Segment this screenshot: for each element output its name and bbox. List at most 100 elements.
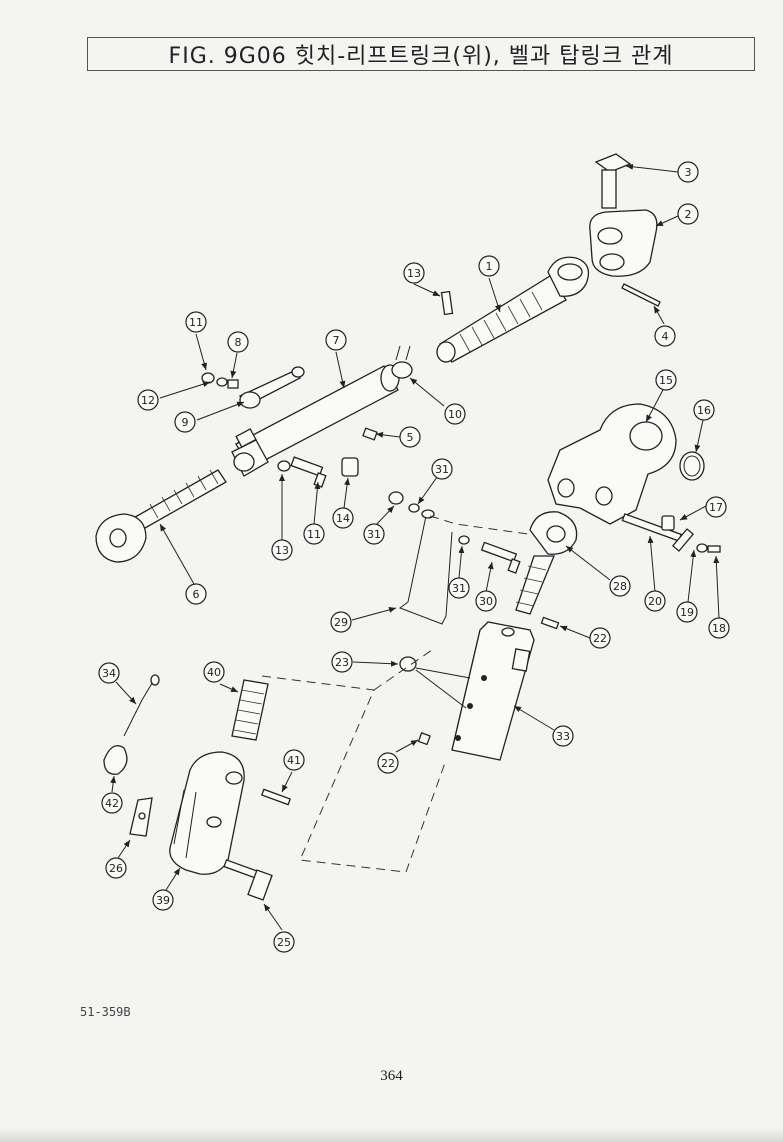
part-wire-29	[398, 509, 453, 625]
callout-3: 3	[677, 161, 699, 183]
callout-24: 23	[331, 651, 353, 673]
part-grease-fitting-5	[362, 427, 378, 441]
svg-text:20: 20	[648, 595, 662, 608]
part-roll-pin-14	[440, 290, 454, 316]
svg-text:22: 22	[381, 757, 395, 770]
svg-text:8: 8	[235, 336, 242, 349]
callout-31: 31	[431, 458, 453, 480]
callout-5: 5	[399, 426, 421, 448]
part-bushing-24	[399, 656, 417, 672]
callout-41: 41	[283, 749, 305, 771]
svg-text:12: 12	[141, 394, 155, 407]
svg-text:2: 2	[685, 208, 692, 221]
callout-13: 12	[137, 389, 159, 411]
svg-text:4: 4	[662, 330, 669, 343]
svg-text:13: 13	[407, 267, 421, 280]
part-handle-9	[239, 366, 305, 409]
part-block-26	[129, 797, 153, 837]
part-nut-12	[201, 372, 215, 384]
part-washer-31b	[458, 535, 470, 545]
scan-edge	[0, 1128, 783, 1142]
callout-22: 22	[377, 752, 399, 774]
part-clevis-2	[589, 209, 658, 277]
part-snap-ring-17	[679, 451, 705, 481]
leader-lines	[110, 163, 720, 931]
part-bushing-18	[661, 515, 675, 531]
svg-text:17: 17	[709, 501, 723, 514]
callout-28: 28	[609, 575, 631, 597]
callout-26: 26	[105, 857, 127, 879]
part-washer-31	[408, 503, 420, 513]
svg-text:5: 5	[407, 431, 414, 444]
callout-30: 30	[475, 590, 497, 612]
callout-7: 7	[325, 329, 347, 351]
part-bell-16	[547, 403, 677, 525]
part-washer-8	[216, 377, 239, 389]
svg-text:11: 11	[307, 528, 321, 541]
svg-text:42: 42	[105, 797, 119, 810]
svg-text:25: 25	[277, 936, 291, 949]
part-grease-fitting-22	[417, 732, 431, 746]
svg-text:22: 22	[593, 632, 607, 645]
svg-text:3: 3	[685, 166, 692, 179]
callout-14: 13	[403, 262, 425, 284]
part-chain-34	[123, 674, 160, 737]
svg-text:40: 40	[207, 666, 221, 679]
part-tube-7	[231, 364, 400, 477]
figure-title: FIG. 9G06 힛치-리프트링크(위), 벨과 탑링크 관계	[87, 37, 755, 71]
callout-31b: 31	[448, 577, 470, 599]
callout-1: 1	[478, 255, 500, 277]
callout-19: 18	[708, 617, 730, 639]
svg-text:18: 18	[712, 622, 726, 635]
callout-42: 42	[101, 792, 123, 814]
svg-text:31: 31	[452, 582, 466, 595]
svg-text:39: 39	[156, 894, 170, 907]
svg-text:33: 33	[556, 730, 570, 743]
part-pin-3	[594, 153, 632, 209]
svg-text:29: 29	[334, 616, 348, 629]
part-pin-41	[260, 788, 292, 806]
part-washer-19	[696, 543, 721, 553]
part-lynch-pin-42	[103, 745, 128, 775]
svg-text:15: 15	[659, 374, 673, 387]
callout-33: 33	[552, 725, 574, 747]
svg-text:10: 10	[448, 408, 462, 421]
callout-8: 8	[227, 331, 249, 353]
callout-12: 11	[185, 311, 207, 333]
svg-text:26: 26	[109, 862, 123, 875]
svg-text:9: 9	[182, 416, 189, 429]
callout-32: 31	[363, 523, 385, 545]
part-cotter-pin-4	[621, 283, 661, 307]
callout-10: 10	[444, 403, 466, 425]
svg-text:41: 41	[287, 754, 301, 767]
callout-21: 20	[644, 590, 666, 612]
svg-text:7: 7	[333, 334, 340, 347]
part-nut-32	[388, 491, 404, 505]
svg-text:28: 28	[613, 580, 627, 593]
callout-25: 25	[273, 931, 295, 953]
part-bracket-33	[451, 621, 535, 761]
callout-34: 34	[98, 662, 120, 684]
part-swivel-28	[515, 511, 578, 615]
part-pin-23	[540, 616, 560, 630]
svg-text:6: 6	[193, 588, 200, 601]
callout-18: 17	[705, 496, 727, 518]
part-clip-10	[391, 345, 413, 379]
callout-4: 4	[654, 325, 676, 347]
callout-16: 15	[655, 369, 677, 391]
svg-text:30: 30	[479, 595, 493, 608]
callout-11: 11	[303, 523, 325, 545]
callout-23: 22	[589, 627, 611, 649]
figure-code: 51-359B	[80, 1005, 131, 1019]
page-number: 364	[380, 1068, 403, 1084]
part-washer-13b	[277, 460, 291, 472]
svg-text:16: 16	[697, 404, 711, 417]
callout-17: 16	[693, 399, 715, 421]
callout-40: 40	[203, 661, 225, 683]
part-bolt-30	[480, 541, 521, 574]
callout-20: 19	[676, 601, 698, 623]
svg-text:23: 23	[335, 656, 349, 669]
callout-29: 29	[330, 611, 352, 633]
svg-text:19: 19	[680, 606, 694, 619]
